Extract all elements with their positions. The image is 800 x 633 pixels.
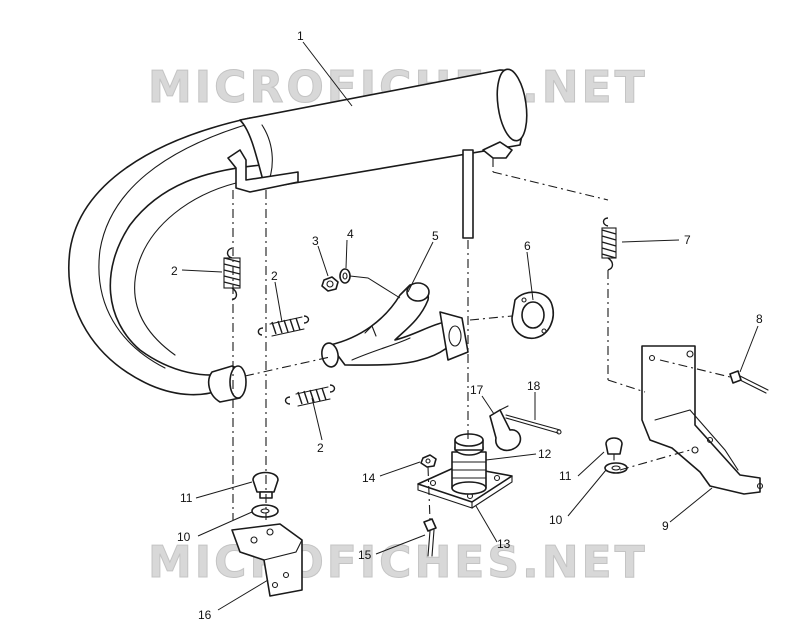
nut-part-14: [420, 454, 437, 468]
callout-10b: 10: [549, 513, 563, 527]
callout-11a: 11: [180, 491, 193, 505]
assembly-lines: [232, 158, 731, 521]
callout-2b: 2: [271, 269, 278, 283]
callout-13: 13: [497, 537, 511, 551]
callout-5: 5: [432, 229, 439, 243]
spring-part-7: [601, 217, 617, 271]
callout-1: 1: [297, 29, 304, 43]
leader-lines: [181, 41, 759, 611]
callout-3: 3: [312, 234, 319, 248]
callout-9: 9: [662, 519, 669, 533]
front-bracket-part-16: [231, 523, 303, 597]
callout-15: 15: [358, 548, 372, 562]
clamp-part-17: [489, 405, 522, 452]
callout-10a: 10: [177, 530, 191, 544]
callout-11b: 11: [559, 469, 572, 483]
callout-16: 16: [198, 608, 212, 622]
pin-part-18: [505, 414, 562, 435]
watermark-top: MICROFICHES.NET: [148, 62, 648, 113]
spring-part-2-left: [223, 247, 241, 301]
callout-7: 7: [684, 233, 691, 247]
callout-8: 8: [756, 312, 763, 326]
y-manifold-part-5: [321, 282, 469, 368]
nut-part-3: [321, 276, 339, 292]
grommet-part-11-right: [605, 437, 623, 461]
bolt-part-8: [729, 370, 769, 394]
spring-part-2-middle: [257, 315, 310, 337]
callout-2a: 2: [171, 264, 178, 278]
rear-bracket-part-9: [641, 345, 764, 495]
callout-4: 4: [347, 227, 354, 241]
callout-14: 14: [362, 471, 376, 485]
callout-6: 6: [524, 239, 531, 253]
callout-12: 12: [538, 447, 552, 461]
callout-2c: 2: [317, 441, 324, 455]
callouts: 1 2 2 2 3 4 5 6 7 8 9 10 10 11 11 12 13 …: [171, 29, 763, 622]
gasket-part-6: [511, 291, 554, 340]
screw-part-15: [423, 518, 437, 557]
muffler-part-1: [68, 68, 528, 403]
isolator-part-12: [451, 433, 487, 495]
washer-part-4: [339, 268, 351, 284]
watermark-bottom: MICROFICHES.NET: [148, 537, 648, 588]
spring-part-2-lower: [284, 384, 336, 407]
callout-17: 17: [470, 383, 484, 397]
callout-18: 18: [527, 379, 541, 393]
washer-part-10-left: [251, 504, 279, 518]
washer-part-10-right: [604, 462, 628, 474]
